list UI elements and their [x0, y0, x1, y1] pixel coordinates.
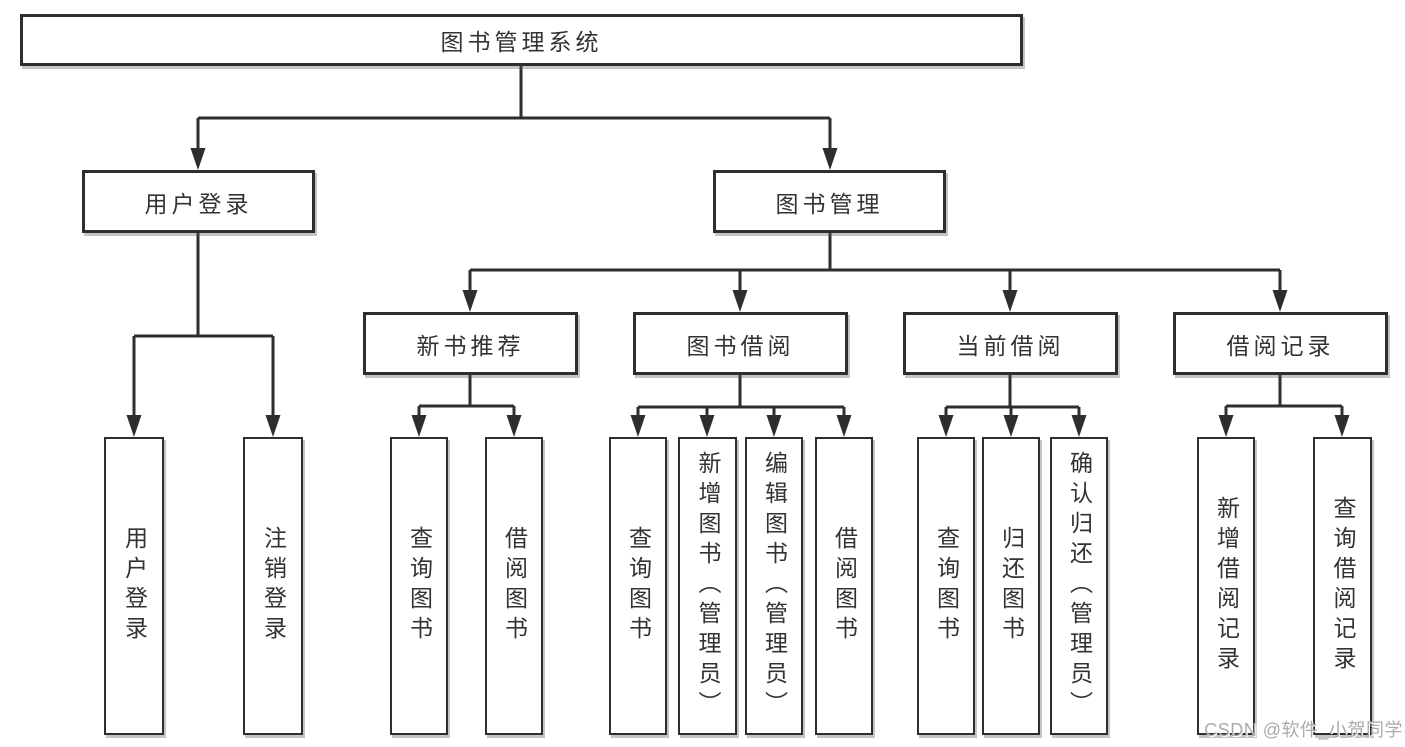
leaf-add-borrow-record-label: 新增借阅记录 — [1213, 496, 1240, 676]
leaf-user-login-label: 用户登录 — [121, 526, 148, 646]
node-current-borrowing-label: 当前借阅 — [956, 332, 1065, 359]
node-new-book-recommend-label: 新书推荐 — [416, 332, 525, 359]
node-borrowing-records: 借阅记录 — [1173, 312, 1388, 375]
leaf-add-books-admin: 新增图书（管理员） — [678, 437, 737, 735]
leaf-recommend-query-books-label: 查询图书 — [406, 526, 433, 646]
leaf-borrow-books: 借阅图书 — [815, 437, 873, 735]
leaf-borrow-books-label: 借阅图书 — [831, 526, 858, 646]
leaf-return-books: 归还图书 — [982, 437, 1040, 735]
node-new-book-recommend: 新书推荐 — [363, 312, 578, 375]
arrowheads — [126, 148, 1350, 437]
leaf-add-books-admin-label: 新增图书（管理员） — [695, 451, 721, 721]
node-book-borrowing: 图书借阅 — [633, 312, 848, 375]
leaf-borrowing-query-books: 查询图书 — [609, 437, 667, 735]
node-borrowing-records-label: 借阅记录 — [1226, 332, 1335, 359]
leaf-confirm-return-admin-label: 确认归还（管理员） — [1066, 451, 1093, 721]
leaf-edit-books-admin-label: 编辑图书（管理员） — [761, 451, 788, 721]
leaf-recommend-query-books: 查询图书 — [390, 437, 448, 735]
node-user-login-label: 用户登录 — [144, 190, 253, 217]
node-current-borrowing: 当前借阅 — [903, 312, 1118, 375]
leaf-logout: 注销登录 — [243, 437, 303, 735]
leaf-return-books-label: 归还图书 — [998, 526, 1025, 646]
node-book-borrowing-label: 图书借阅 — [686, 332, 795, 359]
leaf-borrowing-query-books-label: 查询图书 — [625, 526, 652, 646]
leaf-current-query-books: 查询图书 — [917, 437, 975, 735]
connector-lines — [132, 66, 1344, 417]
leaf-user-login: 用户登录 — [104, 437, 164, 735]
leaf-recommend-borrow-books: 借阅图书 — [485, 437, 543, 735]
leaf-confirm-return-admin: 确认归还（管理员） — [1050, 437, 1108, 735]
leaf-query-borrow-record: 查询借阅记录 — [1313, 437, 1372, 735]
leaf-add-borrow-record: 新增借阅记录 — [1197, 437, 1255, 735]
leaf-logout-label: 注销登录 — [260, 526, 287, 646]
node-library-system: 图书管理系统 — [20, 14, 1023, 66]
leaf-edit-books-admin: 编辑图书（管理员） — [745, 437, 803, 735]
node-library-system-label: 图书管理系统 — [440, 29, 603, 55]
node-book-management: 图书管理 — [713, 170, 946, 233]
leaf-current-query-books-label: 查询图书 — [933, 526, 960, 646]
leaf-recommend-borrow-books-label: 借阅图书 — [501, 526, 528, 646]
node-book-management-label: 图书管理 — [775, 190, 884, 217]
node-user-login: 用户登录 — [82, 170, 315, 233]
leaf-query-borrow-record-label: 查询借阅记录 — [1330, 496, 1356, 676]
watermark-text: CSDN @软件_小贺同学 — [1204, 720, 1403, 740]
